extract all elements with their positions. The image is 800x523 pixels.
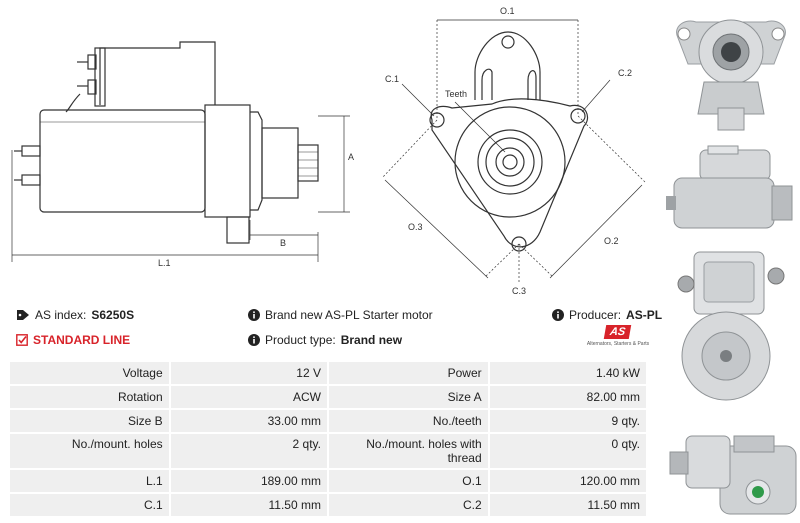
producer-row: Producer: AS-PL — [552, 308, 662, 322]
table-row: Voltage 12 V Power 1.40 kW — [10, 362, 646, 384]
spec-value: 9 qty. — [489, 410, 646, 432]
front-view-dimensions — [381, 20, 646, 282]
as-index-value: S6250S — [91, 308, 135, 322]
dim-label-c2: C.2 — [618, 68, 632, 78]
spec-value: 33.00 mm — [170, 410, 327, 432]
table-row: No./mount. holes 2 qty. No./mount. holes… — [10, 434, 646, 468]
producer-label: Producer: — [569, 308, 622, 322]
dim-label-o3: O.3 — [408, 222, 423, 232]
standard-line-label: STANDARD LINE — [33, 333, 131, 347]
starter-drawings: A B L.1 — [11, 6, 646, 296]
logo-mark: AS — [604, 325, 632, 339]
info-icon — [552, 309, 564, 321]
specs-table: Voltage 12 V Power 1.40 kW Rotation ACW … — [8, 360, 648, 518]
dim-label-c3: C.3 — [512, 286, 526, 296]
info-icon — [248, 334, 260, 346]
table-row: Size B 33.00 mm No./teeth 9 qty. — [10, 410, 646, 432]
product-type-label: Product type: — [265, 333, 336, 347]
spec-value: 82.00 mm — [489, 386, 646, 408]
spec-value: 120.00 mm — [489, 470, 646, 492]
info-icon — [248, 309, 260, 321]
spec-key: Size B — [10, 410, 169, 432]
spec-key: No./mount. holes — [10, 434, 169, 468]
logo-tagline: Alternators, Starters & Parts — [586, 341, 650, 347]
table-row: L.1 189.00 mm O.1 120.00 mm — [10, 470, 646, 492]
spec-key: Power — [328, 362, 488, 384]
description-row: Brand new AS-PL Starter motor — [248, 308, 433, 322]
spec-value: 189.00 mm — [170, 470, 327, 492]
product-info: AS index: S6250S STANDARD LINE Brand new… — [14, 306, 662, 358]
photo-front-flange[interactable] — [664, 4, 798, 134]
photo-angled[interactable] — [664, 416, 798, 520]
checkbox-checked-icon — [16, 334, 28, 346]
photo-side[interactable] — [664, 140, 798, 238]
table-row: Rotation ACW Size A 82.00 mm — [10, 386, 646, 408]
side-view-drawing — [14, 41, 319, 244]
description-text: Brand new AS-PL Starter motor — [265, 308, 433, 322]
dim-label-o2: O.2 — [604, 236, 619, 246]
front-view-dim-lines — [384, 19, 643, 279]
spec-value: 0 qty. — [489, 434, 646, 468]
spec-key: C.1 — [10, 494, 169, 516]
spec-value: 11.50 mm — [489, 494, 646, 516]
producer-logo: AS Alternators, Starters & Parts — [584, 324, 652, 347]
technical-drawing: A B L.1 — [0, 0, 660, 300]
producer-value: AS-PL — [626, 308, 663, 322]
spec-value: 11.50 mm — [170, 494, 327, 516]
dim-label-l1: L.1 — [158, 258, 171, 268]
product-type-value: Brand new — [340, 333, 403, 347]
tag-icon — [17, 310, 29, 320]
dim-label-b: B — [280, 238, 286, 248]
spec-key: O.1 — [328, 470, 488, 492]
standard-line-row: STANDARD LINE — [16, 333, 130, 347]
spec-key: L.1 — [10, 470, 169, 492]
as-index-label: AS index: — [35, 308, 87, 322]
dim-label-c1: C.1 — [385, 74, 399, 84]
spec-key: C.2 — [328, 494, 488, 516]
product-type-row: Product type: Brand new — [248, 333, 402, 347]
dim-label-a: A — [348, 152, 354, 162]
product-photos — [660, 0, 800, 523]
side-view-dimensions — [11, 115, 350, 262]
dim-label-o1: O.1 — [500, 6, 515, 16]
as-index-row: AS index: S6250S — [16, 308, 134, 322]
spec-key: Size A — [328, 386, 488, 408]
spec-value: ACW — [170, 386, 327, 408]
table-row: C.1 11.50 mm C.2 11.50 mm — [10, 494, 646, 516]
spec-key: No./teeth — [328, 410, 488, 432]
spec-key: No./mount. holes with thread — [328, 434, 488, 468]
spec-value: 2 qty. — [170, 434, 327, 468]
spec-key: Voltage — [10, 362, 169, 384]
spec-value: 12 V — [170, 362, 327, 384]
spec-value: 1.40 kW — [489, 362, 646, 384]
photo-rear[interactable] — [664, 244, 798, 410]
spec-key: Rotation — [10, 386, 169, 408]
front-view-drawing — [429, 31, 589, 252]
dim-label-teeth: Teeth — [445, 89, 467, 99]
